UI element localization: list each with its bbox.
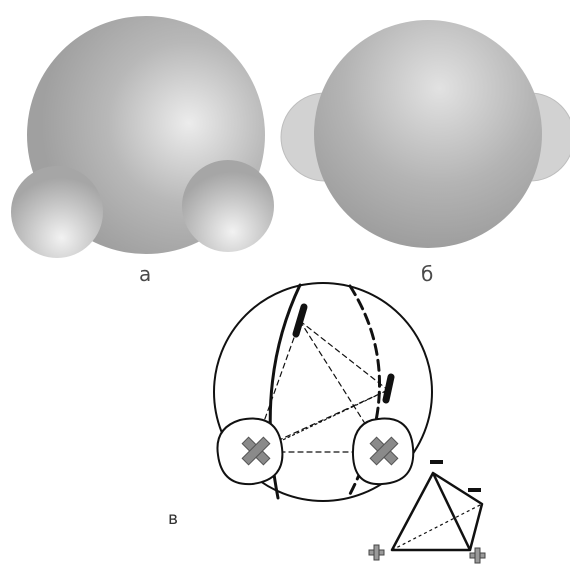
lone-pair-segment-right (382, 373, 395, 404)
panel-v-schematic (213, 282, 433, 502)
cross-icon-right (369, 436, 399, 466)
panel-label-v: в (168, 509, 179, 529)
plus-sign-right (469, 547, 486, 564)
panel-a-molecule (11, 16, 274, 258)
minus-sign-top (430, 460, 443, 464)
hydrogen-atom-right (182, 160, 274, 252)
panel-label-a: а (139, 262, 152, 286)
plus-sign-left (368, 544, 385, 561)
charge-tetrahedron (390, 471, 484, 552)
hydrogen-atom-left (11, 166, 103, 258)
minus-sign-right (468, 488, 481, 492)
cross-icon-left (241, 436, 271, 466)
oxygen-atom (314, 20, 542, 248)
panel-label-b: б (421, 262, 434, 286)
dotted-line (269, 389, 389, 447)
panel-b-molecule (280, 20, 570, 248)
